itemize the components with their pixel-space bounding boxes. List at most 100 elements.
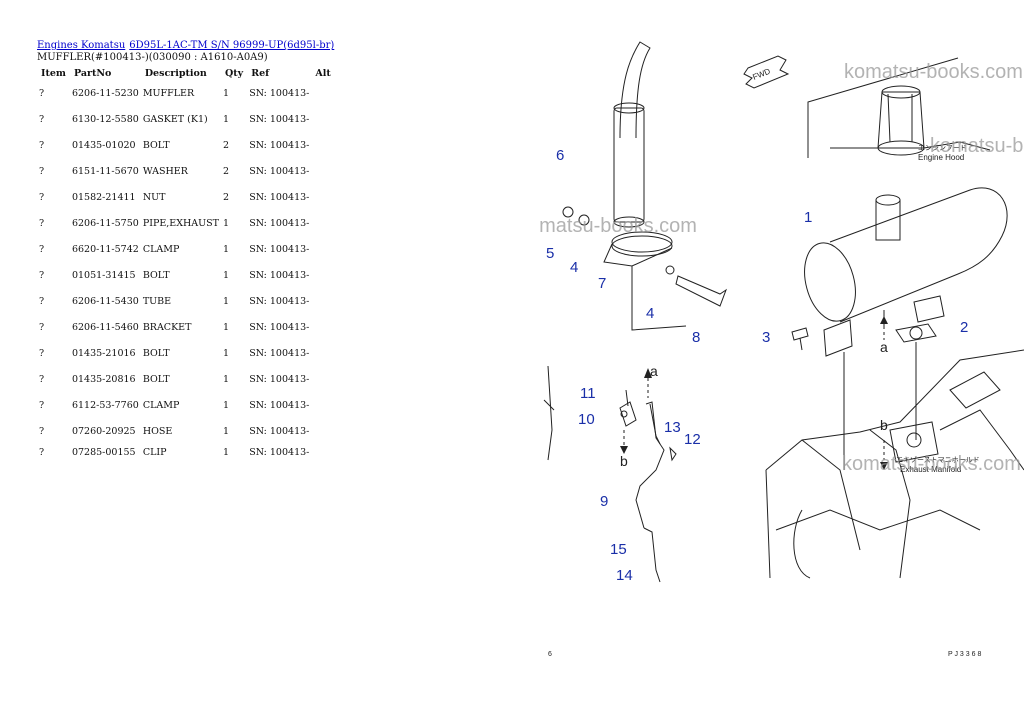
callout-9: 9: [600, 493, 608, 510]
direction-arrows: [623, 326, 885, 460]
callout-5: 5: [546, 245, 554, 262]
table-cell-part-no: 6620-11-5742: [71, 243, 139, 255]
table-cell-qty: 2: [223, 165, 230, 177]
table-cell-item: ?: [39, 373, 45, 385]
table-cell-part-no: 01435-21016: [71, 347, 136, 359]
page-reference: P J 3 3 6 8: [948, 651, 981, 658]
watermark-middle: komatsu-books.com: [540, 215, 697, 237]
table-cell-ref: SN: 100413-: [249, 295, 310, 307]
table-cell-ref: SN: 100413-: [249, 165, 310, 177]
table-cell-description: TUBE: [142, 295, 172, 307]
table-cell-item: ?: [39, 446, 45, 458]
table-cell-description: BRACKET: [142, 321, 192, 333]
table-cell-alt: [311, 210, 341, 236]
parts-diagram: 1 2 3 4 4 5 6 7 8 9 10 11 12 13 14 15 a …: [540, 41, 1024, 658]
engine-hood-jp-label: エンジンフード: [918, 144, 967, 152]
table-cell-part-no: 01582-21411: [71, 191, 136, 203]
table-cell-qty: 1: [223, 243, 230, 255]
table-cell-item: ?: [39, 191, 45, 203]
table-cell-item: ?: [39, 425, 45, 437]
table-cell-ref: SN: 100413-: [249, 373, 310, 385]
hose-assembly-drawing: [619, 389, 677, 583]
table-cell-alt: [311, 392, 341, 418]
callout-labels: 1 2 3 4 4 5 6 7 8 9 10 11 12 13 14 15: [546, 147, 968, 584]
table-cell-description: BOLT: [142, 269, 170, 281]
table-cell-part-no: 6151-11-5670: [71, 165, 139, 177]
column-header-description: Description: [144, 67, 207, 79]
column-header-partno: PartNo: [73, 67, 112, 79]
callout-6: 6: [556, 147, 564, 164]
table-cell-part-no: 6206-11-5430: [71, 295, 139, 307]
table-cell-item: ?: [39, 347, 45, 359]
table-cell-part-no: 01051-31415: [71, 269, 136, 281]
table-cell-ref: SN: 100413-: [249, 243, 310, 255]
table-cell-item: ?: [39, 165, 45, 177]
table-cell-qty: 1: [223, 446, 230, 458]
hardware-drawing: [562, 206, 728, 307]
breadcrumb-model-link[interactable]: 6D95L-1AC-TM S/N 96999-UP(6d95l-br): [129, 40, 335, 51]
table-cell-qty: 1: [223, 217, 230, 229]
table-cell-alt: [311, 366, 341, 392]
callout-8: 8: [692, 329, 700, 346]
table-cell-alt: [311, 184, 341, 210]
watermark-bottom: komatsu-books.com: [842, 453, 1021, 475]
table-cell-ref: SN: 100413-: [249, 399, 310, 411]
table-cell-alt: [311, 106, 341, 132]
column-header-ref: Ref: [251, 67, 270, 79]
table-cell-item: ?: [39, 269, 45, 281]
engine-block-drawing: [765, 349, 1024, 579]
table-cell-alt: [311, 418, 341, 444]
table-cell-part-no: 6130-12-5580: [71, 113, 139, 125]
table-header-row: Item PartNo Description Qty Ref Alt: [37, 66, 341, 80]
table-cell-alt: [311, 158, 341, 184]
arrow-label-b-right: b: [880, 417, 888, 433]
table-cell-item: ?: [39, 399, 45, 411]
table-cell-qty: 1: [223, 425, 230, 437]
table-cell-part-no: 6206-11-5230: [71, 87, 139, 99]
breadcrumb-engines-link[interactable]: Engines Komatsu: [37, 40, 126, 51]
table-cell-alt: [311, 236, 341, 262]
table-cell-qty: 1: [223, 295, 230, 307]
table-cell-ref: SN: 100413-: [249, 113, 310, 125]
table-cell-alt: [311, 262, 341, 288]
table-cell-description: WASHER: [142, 165, 188, 177]
column-header-item: Item: [41, 67, 66, 79]
callout-14: 14: [616, 567, 633, 584]
table-cell-item: ?: [39, 87, 45, 99]
arrow-label-a-top: a: [650, 363, 658, 379]
clamp-drawing: [603, 231, 687, 331]
table-cell-part-no: 6206-11-5460: [71, 321, 139, 333]
table-cell-ref: SN: 100413-: [249, 347, 310, 359]
table-cell-part-no: 01435-20816: [71, 373, 136, 385]
table-cell-qty: 1: [223, 269, 230, 281]
engine-hood-drawing: [807, 57, 991, 158]
callout-4: 4: [570, 259, 578, 276]
table-cell-item: ?: [39, 113, 45, 125]
exhaust-pipe-drawing: [613, 41, 651, 228]
watermark-right: komatsu-books.com: [930, 135, 1024, 157]
gasket-drawing: [895, 323, 937, 343]
table-cell-part-no: 6206-11-5750: [71, 217, 139, 229]
column-header-alt: Alt: [315, 67, 331, 79]
table-cell-item: ?: [39, 243, 45, 255]
callout-10: 10: [578, 411, 595, 428]
table-cell-qty: 1: [223, 347, 230, 359]
callout-4-second: 4: [646, 305, 654, 322]
bolt-3-drawing: [791, 327, 809, 351]
table-cell-description: NUT: [142, 191, 166, 203]
table-cell-qty: 2: [223, 191, 230, 203]
table-cell-description: GASKET (K1): [142, 113, 208, 125]
callout-12: 12: [684, 431, 701, 448]
table-cell-alt: [311, 80, 341, 106]
table-cell-item: ?: [39, 295, 45, 307]
table-cell-description: MUFFLER: [142, 87, 195, 99]
table-cell-ref: SN: 100413-: [249, 217, 310, 229]
